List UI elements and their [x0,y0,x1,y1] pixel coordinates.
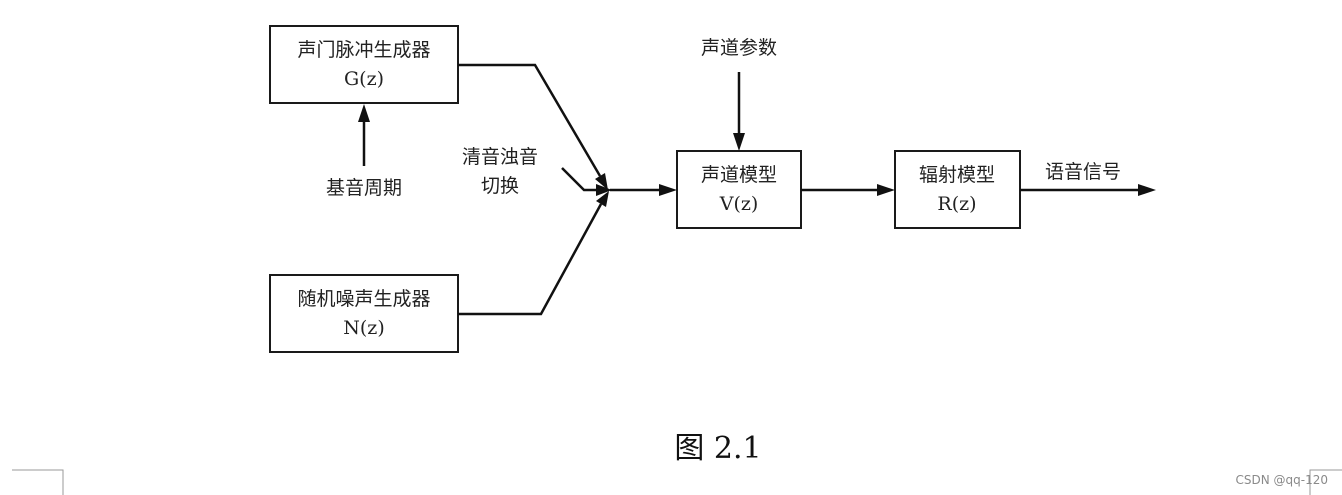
vocal-tract-func: V(z) [719,193,759,215]
figure-caption: 图 2.1 [674,431,761,466]
edge-noise-to-junction [458,191,609,316]
page-corner-mark-right [1309,469,1342,495]
radiation-box [894,150,1021,229]
vocal-tract-node: 声道模型 V(z) [676,150,802,229]
edge-pitch-to-glottal [358,104,370,166]
page-corner-mark-left [12,469,64,495]
params-arrowhead [733,133,745,151]
glottal-generator-name: 声门脉冲生成器 [297,39,430,61]
pitch-period-label: 基音周期 [326,177,402,199]
speech-signal-label: 语音信号 [1045,161,1121,183]
noise-generator-name: 随机噪声生成器 [297,288,430,310]
glottal-arrowhead [595,173,608,190]
output-arrowhead [1138,184,1156,196]
edge-switch-to-junction [561,167,612,196]
noise-generator-func: N(z) [343,317,384,339]
watermark: CSDN @qq-120 [1236,473,1329,487]
noise-arrow-line [458,203,603,316]
radiation-name: 辐射模型 [919,164,995,186]
switch-arrowhead [596,184,612,196]
switch-label-line1: 清音浊音 [462,146,538,168]
glottal-generator-node: 声门脉冲生成器 G(z) [269,25,459,104]
edge-glottal-to-junction [458,63,608,190]
tract-to-radiation-arrowhead [877,184,895,196]
vocal-tract-box [676,150,802,229]
radiation-func: R(z) [937,193,976,215]
tract-params-label: 声道参数 [701,37,777,59]
switch-arrow-line [561,167,596,192]
glottal-arrow-line [458,63,602,177]
noise-generator-node: 随机噪声生成器 N(z) [269,274,459,353]
switch-label-line2: 切换 [481,175,519,197]
junction-arrowhead [659,184,677,196]
edge-radiation-to-output [1020,184,1156,196]
glottal-generator-box [269,25,459,104]
edge-junction-to-vocal-tract [610,184,677,196]
pitch-arrowhead [358,104,370,122]
edge-params-to-vocal-tract [733,72,745,151]
edge-vocal-tract-to-radiation [801,184,895,196]
noise-arrowhead [596,191,609,207]
noise-generator-box [269,274,459,353]
vocal-tract-name: 声道模型 [701,164,777,186]
radiation-node: 辐射模型 R(z) [894,150,1021,229]
glottal-generator-func: G(z) [344,68,384,90]
